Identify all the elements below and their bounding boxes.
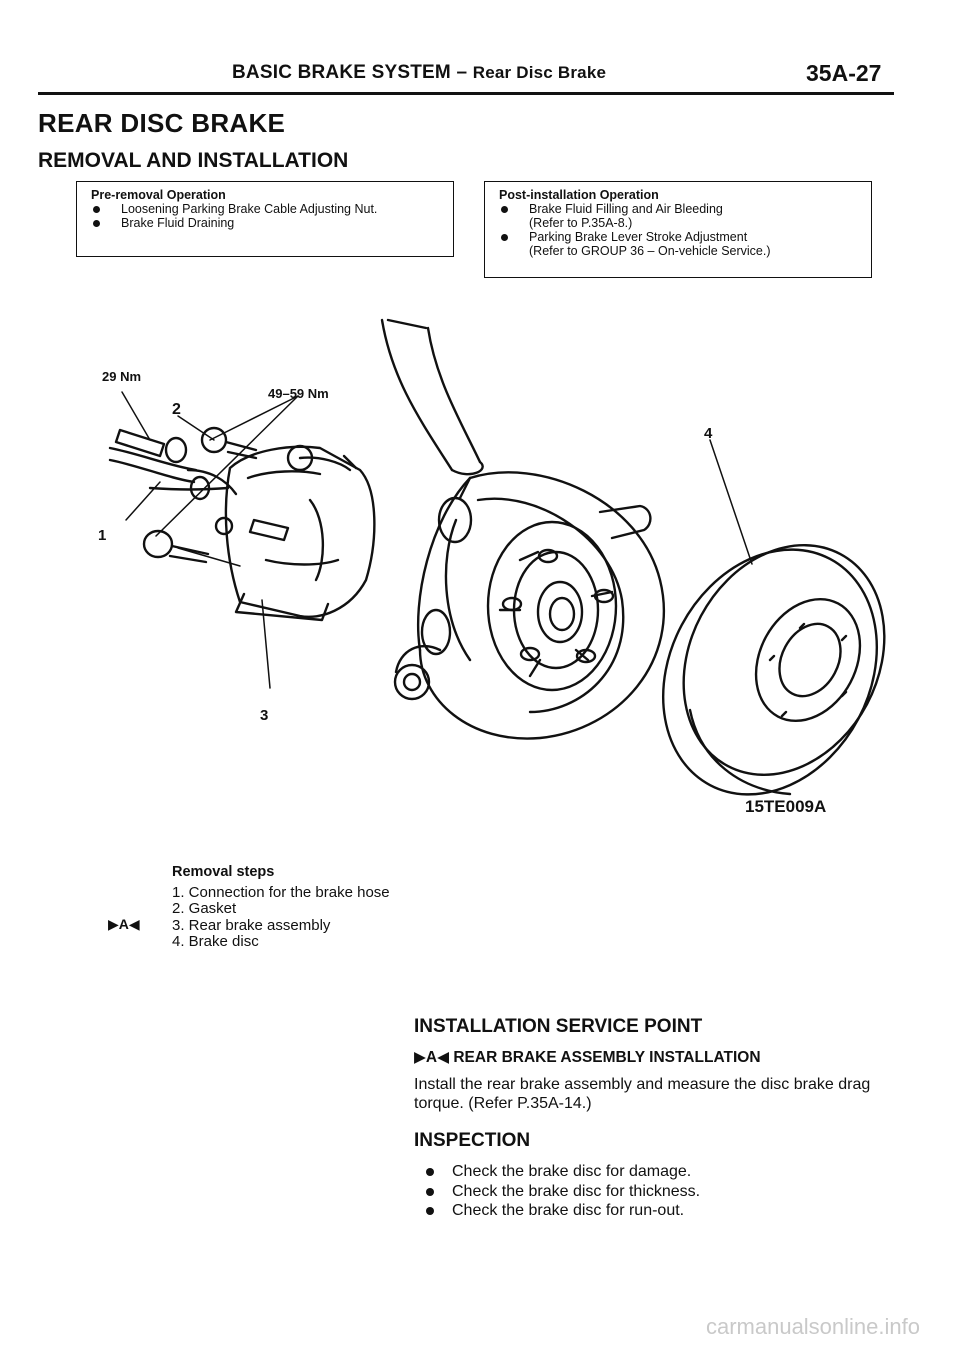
- knuckle-illustration: [380, 318, 652, 701]
- torque-label: 49–59 Nm: [268, 386, 329, 401]
- removal-step: 2. Gasket: [172, 900, 237, 917]
- service-point-letter: A: [118, 916, 129, 932]
- callout-label: 3: [260, 707, 268, 724]
- callout-label: 1: [98, 527, 106, 544]
- removal-step: 4. Brake disc: [172, 933, 259, 950]
- figure-code: 15TE009A: [745, 797, 826, 816]
- header-subsection: Rear Disc Brake: [472, 63, 607, 82]
- triangle-right-icon: ▶: [414, 1049, 426, 1066]
- header-dash: –: [456, 62, 468, 83]
- bullet-icon: [426, 1168, 434, 1176]
- installation-subtitle: ▶A◀ REAR BRAKE ASSEMBLY INSTALLATION: [414, 1048, 914, 1067]
- section-title: REMOVAL AND INSTALLATION: [38, 149, 349, 172]
- post-installation-item-text: Brake Fluid Filling and Air Bleeding: [529, 202, 723, 216]
- post-installation-item-text: Parking Brake Lever Stroke Adjustment: [529, 230, 748, 244]
- pre-removal-title: Pre-removal Operation: [91, 188, 226, 202]
- dust-shield-illustration: [416, 471, 666, 740]
- callout-leader-lines: [121, 391, 753, 689]
- bullet-icon: [93, 220, 100, 227]
- pre-removal-item-text: Brake Fluid Draining: [121, 216, 235, 230]
- caliper-illustration: [214, 444, 376, 622]
- bullet-icon: [426, 1187, 434, 1196]
- header-title: BASIC BRAKE SYSTEM – Rear Disc Brake: [232, 62, 606, 84]
- brake-exploded-diagram: 29 Nm 49–59 Nm 2 1 3 4 15TE009A: [98, 318, 886, 816]
- callout-label: 2: [172, 401, 181, 418]
- brake-hose-illustration: [108, 426, 258, 564]
- installation-service-point-title: INSTALLATION SERVICE POINT: [414, 1016, 703, 1037]
- installation-text: Install the rear brake assembly and meas…: [414, 1076, 871, 1112]
- post-installation-box: Post-installation Operation Brake Fluid …: [484, 181, 872, 278]
- service-point-letter: A: [425, 1049, 438, 1066]
- triangle-right-icon: ▶: [108, 916, 119, 932]
- page-title: REAR DISC BRAKE: [38, 108, 286, 138]
- header-rule: [38, 92, 894, 95]
- post-installation-title: Post-installation Operation: [499, 188, 659, 202]
- pre-removal-item-text: Loosening Parking Brake Cable Adjusting …: [121, 202, 378, 216]
- torque-label: 29 Nm: [102, 369, 141, 384]
- inspection-item: Check the brake disc for run-out.: [414, 1201, 914, 1221]
- watermark: carmanualsonline.info: [705, 1314, 920, 1339]
- inspection-item-text: Check the brake disc for thickness.: [452, 1182, 701, 1200]
- installation-subtitle-text: REAR BRAKE ASSEMBLY INSTALLATION: [453, 1049, 761, 1066]
- inspection-item-text: Check the brake disc for run-out.: [452, 1202, 685, 1219]
- post-installation-item: Parking Brake Lever Stroke Adjustment: [499, 230, 863, 244]
- post-installation-item-ref: (Refer to GROUP 36 – On-vehicle Service.…: [529, 244, 771, 258]
- bullet-icon: [93, 206, 100, 213]
- triangle-left-icon: ◀: [437, 1049, 450, 1066]
- triangle-left-icon: ◀: [128, 916, 140, 932]
- removal-steps-title: Removal steps: [172, 864, 275, 880]
- service-point-marker: ▶A◀: [414, 1048, 449, 1067]
- page-number: 35A-27: [806, 60, 882, 86]
- inspection-section: INSPECTION Check the brake disc for dama…: [414, 1130, 914, 1221]
- inspection-item: Check the brake disc for thickness.: [414, 1182, 914, 1202]
- installation-service-point: INSTALLATION SERVICE POINT ▶A◀ REAR BRAK…: [414, 1016, 914, 1113]
- callout-label: 4: [704, 425, 713, 442]
- pre-removal-box: Pre-removal Operation Loosening Parking …: [76, 181, 454, 257]
- header-section: BASIC BRAKE SYSTEM: [232, 62, 451, 83]
- post-installation-item: Brake Fluid Filling and Air Bleeding: [499, 202, 863, 216]
- pre-removal-item: Loosening Parking Brake Cable Adjusting …: [91, 202, 445, 216]
- bullet-icon: [501, 234, 508, 241]
- hub-illustration: [486, 520, 618, 692]
- inspection-item: Check the brake disc for damage.: [414, 1162, 914, 1182]
- removal-steps: Removal steps 1. Connection for the brak…: [172, 864, 390, 951]
- pre-removal-item: Brake Fluid Draining: [91, 216, 445, 230]
- service-point-marker: ▶A◀: [108, 916, 140, 933]
- bullet-icon: [426, 1207, 434, 1215]
- removal-step: 3. Rear brake assembly: [172, 916, 331, 934]
- post-installation-item-ref: (Refer to P.35A-8.): [529, 216, 633, 230]
- brake-disc-illustration: [661, 544, 886, 796]
- removal-step: 1. Connection for the brake hose: [172, 883, 390, 901]
- inspection-item-text: Check the brake disc for damage.: [452, 1163, 692, 1180]
- inspection-title: INSPECTION: [414, 1130, 531, 1151]
- bullet-icon: [501, 206, 508, 213]
